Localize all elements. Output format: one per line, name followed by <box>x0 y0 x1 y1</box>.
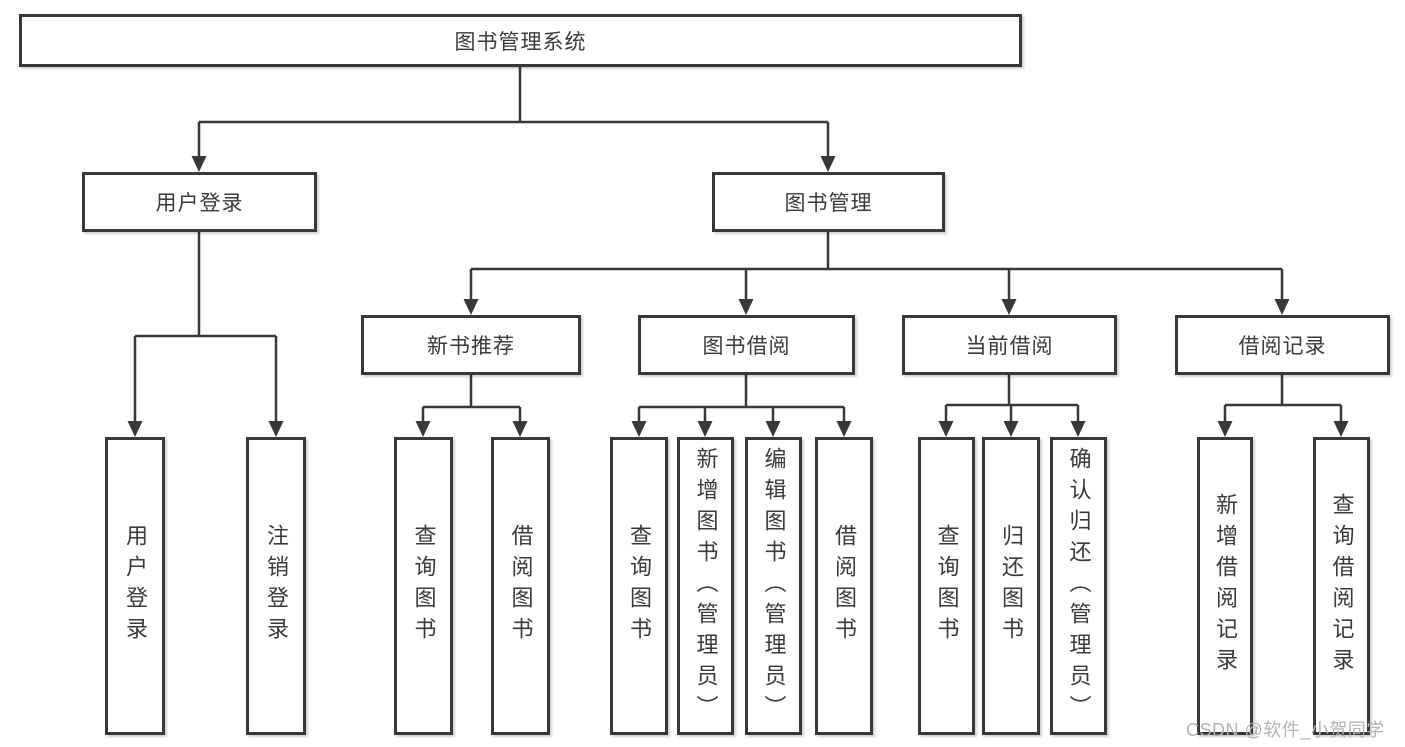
leaf-query-books-newrec: 查询图书 <box>394 437 453 735</box>
node-book-management: 图书管理 <box>712 172 945 232</box>
leaf-query-books-current-label: 查询图书 <box>934 524 960 648</box>
leaf-add-borrow-record: 新增借阅记录 <box>1197 437 1253 735</box>
connector-bookmgmt-to-level3 <box>471 232 1282 271</box>
leaf-query-books-borrow: 查询图书 <box>610 437 668 735</box>
node-current-borrow-label: 当前借阅 <box>965 335 1054 358</box>
arrowhead-icon <box>415 421 431 437</box>
arrowhead-icon <box>738 299 754 315</box>
leaf-add-books-admin: 新增图书（管理员） <box>677 437 734 735</box>
leaf-return-books: 归还图书 <box>982 437 1040 735</box>
leaf-borrow-books-borrow-label: 借阅图书 <box>832 524 857 648</box>
leaf-borrow-books-borrow: 借阅图书 <box>815 437 873 735</box>
leaf-logout-login: 注销登录 <box>246 437 306 735</box>
watermark: CSDN @软件_小贺同学 <box>1186 720 1385 740</box>
arrowhead-icon <box>463 299 479 315</box>
arrowhead-icon <box>1333 421 1349 437</box>
leaf-edit-books-admin: 编辑图书（管理员） <box>745 437 802 735</box>
node-user-login-label: 用户登录 <box>155 192 244 215</box>
leaf-query-borrow-record: 查询借阅记录 <box>1313 437 1370 735</box>
arrowhead-icon <box>1070 421 1086 437</box>
node-new-book-recommend: 新书推荐 <box>361 315 581 375</box>
leaf-query-borrow-record-label: 查询借阅记录 <box>1329 493 1355 679</box>
leaf-add-books-admin-label: 新增图书（管理员） <box>693 446 719 726</box>
arrowhead-icon <box>820 156 836 172</box>
arrowhead-icon <box>765 421 781 437</box>
arrowhead-icon <box>191 156 207 172</box>
leaf-return-books-label: 归还图书 <box>999 524 1024 648</box>
node-current-borrow: 当前借阅 <box>902 315 1117 375</box>
node-book-borrow-label: 图书借阅 <box>702 335 791 358</box>
node-system-root: 图书管理系统 <box>19 14 1022 67</box>
arrowhead-icon <box>631 421 647 437</box>
arrowhead-icon <box>1003 421 1019 437</box>
leaf-borrow-books-newrec-label: 借阅图书 <box>508 524 534 648</box>
connector-borrowrecord-to-leaves <box>1225 375 1341 407</box>
node-book-management-label: 图书管理 <box>784 192 873 215</box>
arrowhead-icon <box>938 421 954 437</box>
arrowhead-icon <box>836 421 852 437</box>
leaf-user-login-label: 用户登录 <box>123 524 148 648</box>
node-book-borrow: 图书借阅 <box>638 315 855 375</box>
arrowhead-icon <box>1274 299 1290 315</box>
leaf-confirm-return-admin: 确认归还（管理员） <box>1050 437 1107 735</box>
leaf-user-login: 用户登录 <box>105 437 165 735</box>
connector-currentborrow-to-leaves <box>946 375 1078 407</box>
connector-root-to-level2 <box>199 67 828 124</box>
connector-bookborrow-to-leaves <box>639 375 844 409</box>
arrowhead-icon <box>268 421 284 437</box>
leaf-logout-login-label: 注销登录 <box>264 524 289 648</box>
connector-userlogin-to-leaves <box>135 232 276 338</box>
leaf-borrow-books-newrec: 借阅图书 <box>491 437 550 735</box>
arrowhead-icon <box>1217 421 1233 437</box>
arrowhead-icon <box>697 421 713 437</box>
arrowhead-icon <box>127 421 143 437</box>
node-borrow-records-label: 借阅记录 <box>1238 335 1327 358</box>
arrow-shafts <box>133 122 1343 423</box>
node-new-book-recommend-label: 新书推荐 <box>427 335 515 358</box>
node-user-login: 用户登录 <box>82 172 317 232</box>
node-borrow-records: 借阅记录 <box>1175 315 1390 375</box>
leaf-add-borrow-record-label: 新增借阅记录 <box>1213 493 1238 679</box>
arrowhead-icons <box>127 156 1349 437</box>
leaf-query-books-current: 查询图书 <box>918 437 975 735</box>
connector-newbook-to-leaves <box>423 375 520 409</box>
arrowhead-icon <box>512 421 528 437</box>
arrowhead-icon <box>1001 299 1017 315</box>
leaf-query-books-borrow-label: 查询图书 <box>627 524 652 648</box>
leaf-edit-books-admin-label: 编辑图书（管理员） <box>761 446 787 726</box>
node-system-root-label: 图书管理系统 <box>454 30 587 54</box>
leaf-query-books-newrec-label: 查询图书 <box>411 524 437 648</box>
leaf-confirm-return-admin-label: 确认归还（管理员） <box>1066 446 1092 726</box>
